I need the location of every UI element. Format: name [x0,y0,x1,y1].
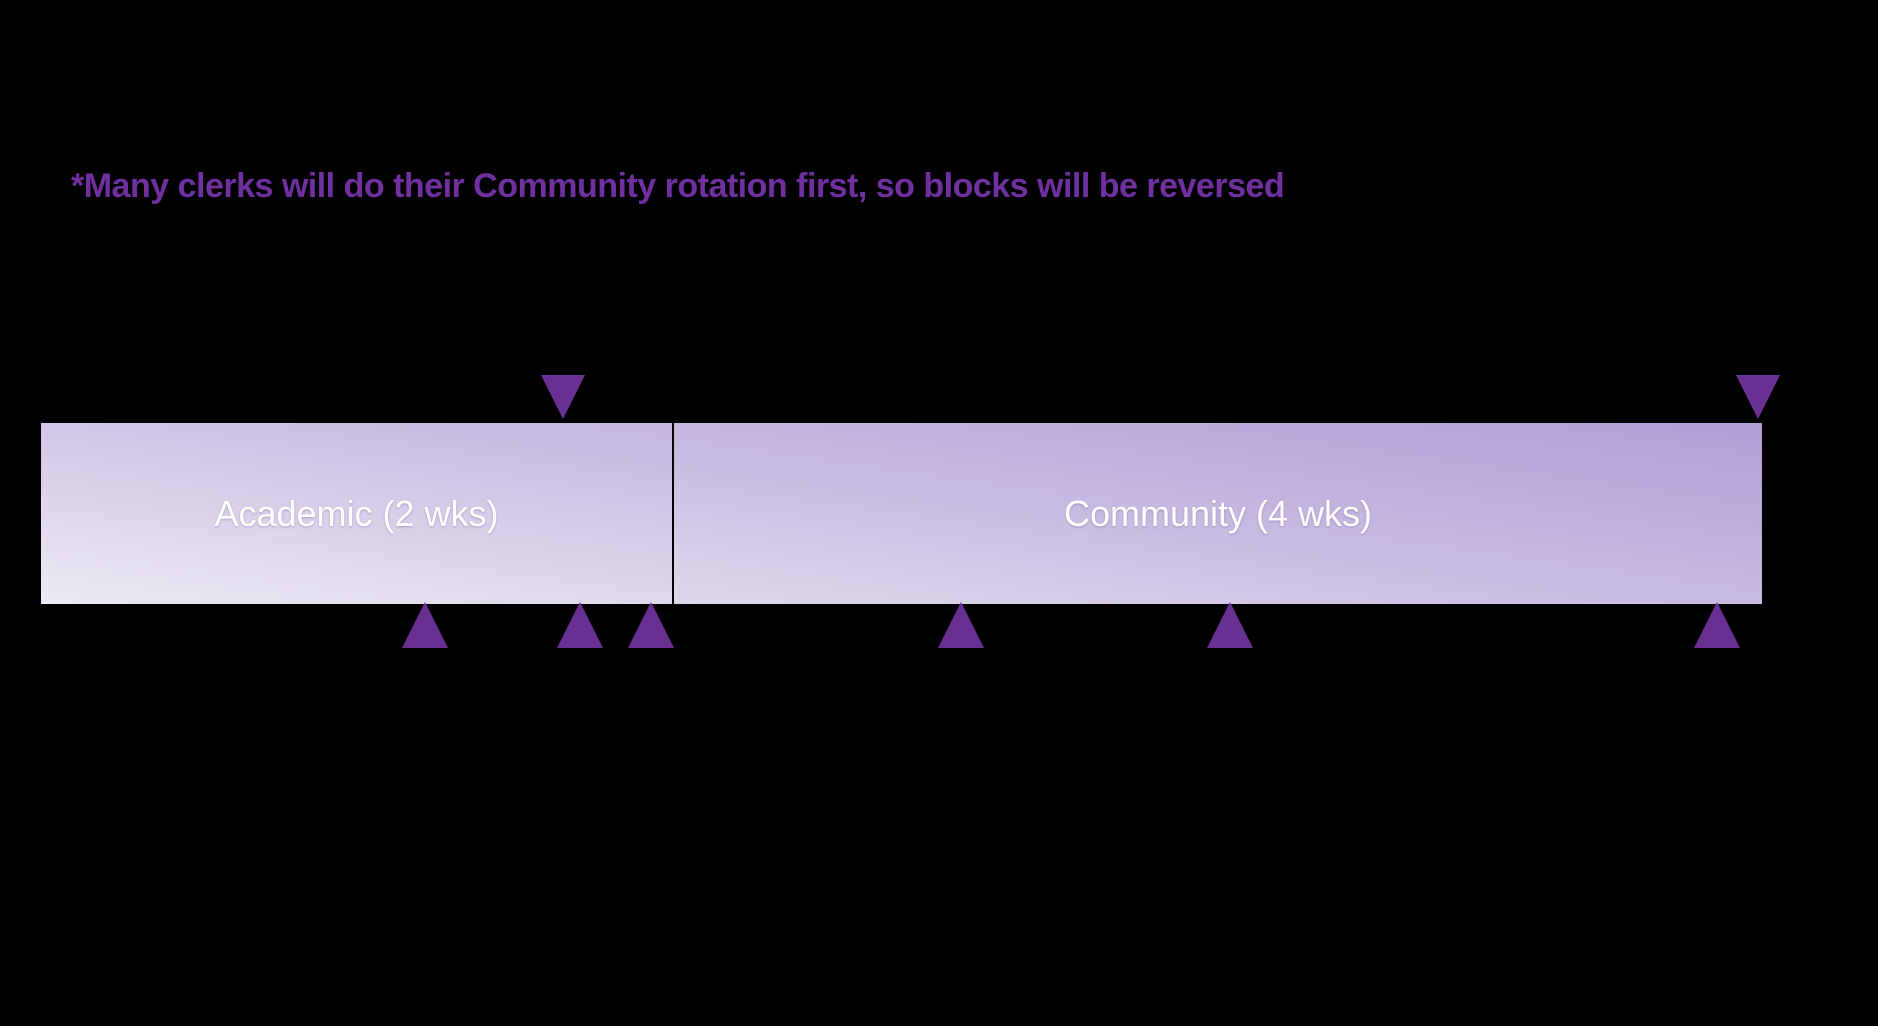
community-block-label: Community (4 wks) [1063,492,1373,534]
rotation-timeline-bar: Academic (2 wks) Community (4 wks) [41,423,1762,604]
triangle-up-icon [628,602,674,648]
triangle-up-icon [938,602,984,648]
triangle-down-icon [541,375,585,419]
triangle-down-icon [1736,375,1780,419]
triangle-up-icon [557,602,603,648]
triangle-up-icon [402,602,448,648]
community-block: Community (4 wks) [674,423,1762,604]
academic-block: Academic (2 wks) [41,423,672,604]
triangle-up-icon [1694,602,1740,648]
block-divider [672,423,674,604]
triangle-up-icon [1207,602,1253,648]
academic-block-label: Academic (2 wks) [214,492,499,534]
reversed-blocks-note: *Many clerks will do their Community rot… [71,167,1285,205]
